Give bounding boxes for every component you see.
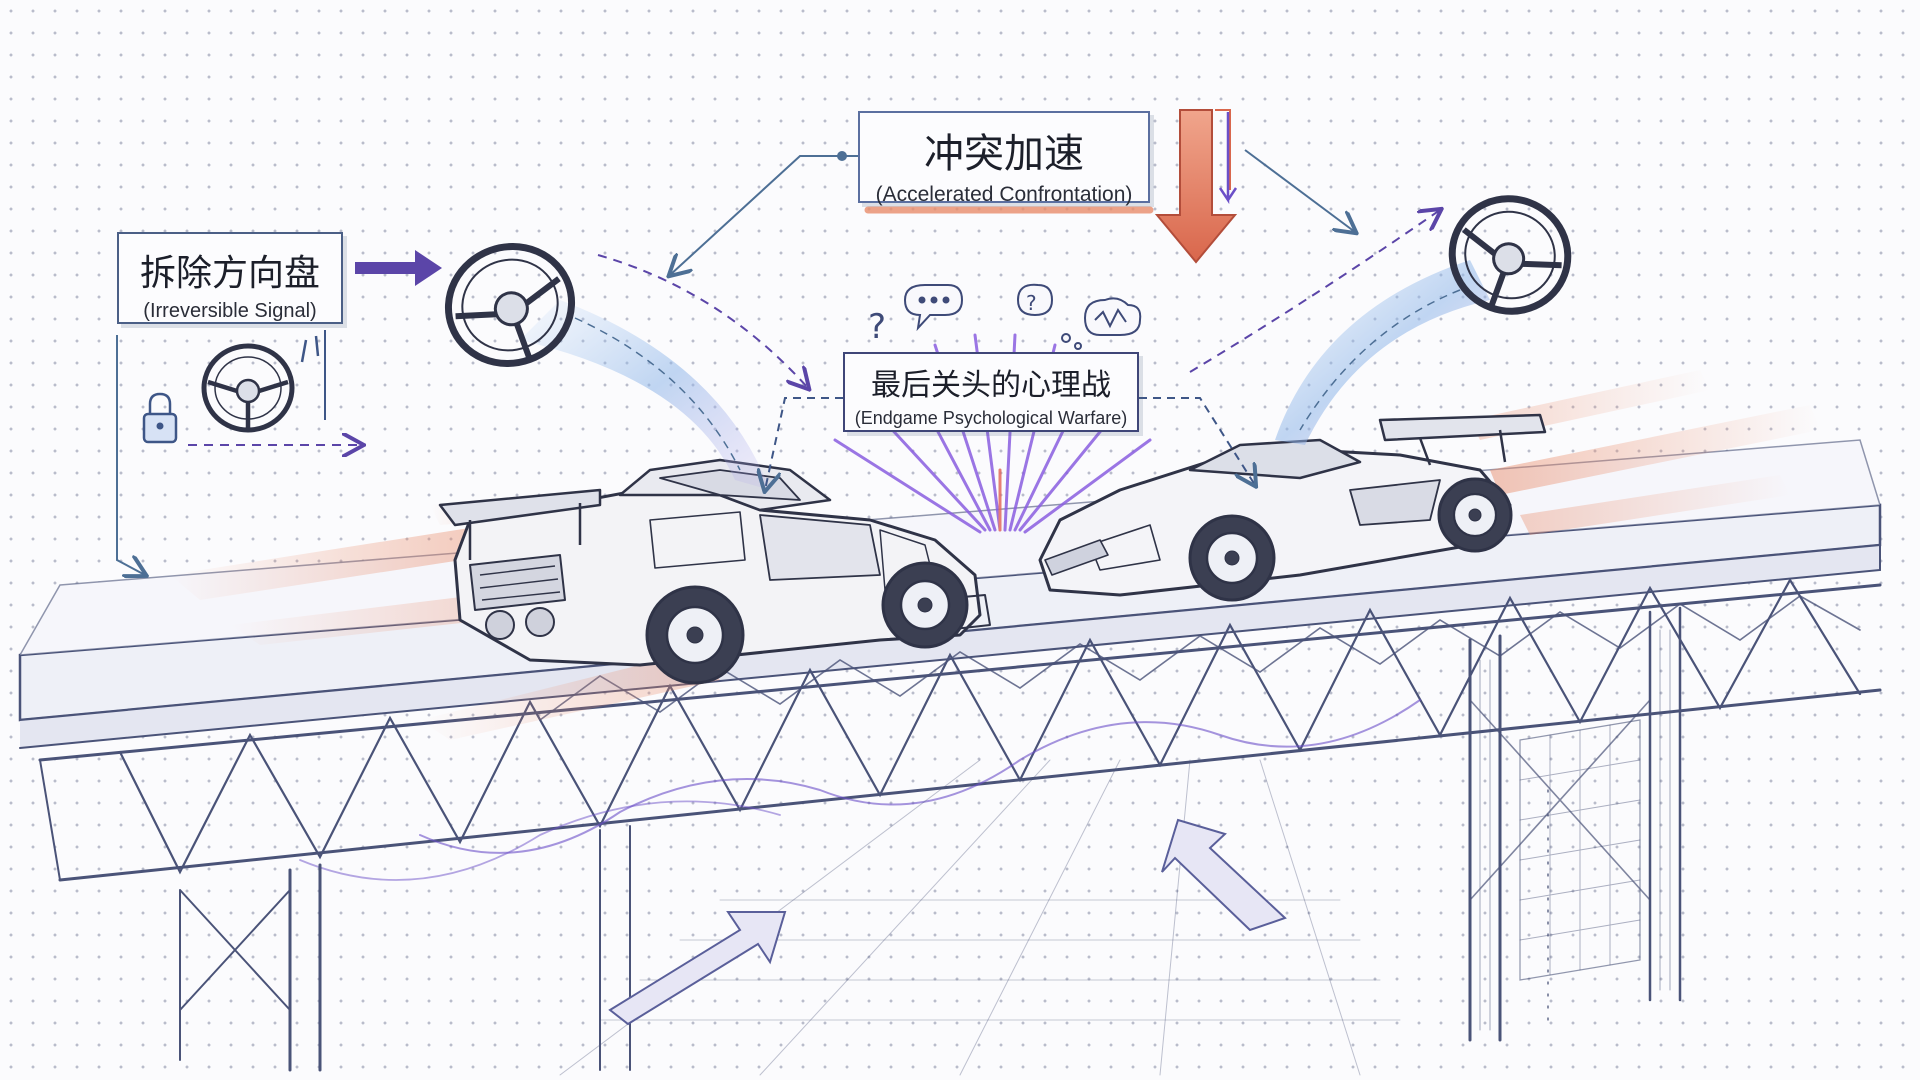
accelerated-confrontation-label: 冲突加速 (Accelerated Confrontation) bbox=[858, 111, 1150, 206]
floor-arrows bbox=[608, 818, 1287, 1026]
connector-lines bbox=[116, 149, 1440, 575]
steering-wheel-icon bbox=[444, 243, 576, 367]
accelerated-confrontation-title: 冲突加速 bbox=[924, 131, 1084, 177]
endgame-psychological-warfare-label: 最后关头的心理战 (Endgame Psychological Warfare) bbox=[843, 352, 1139, 432]
down-arrow-icon bbox=[1154, 109, 1238, 264]
endgame-psychological-warfare-subtitle: (Endgame Psychological Warfare) bbox=[854, 408, 1128, 428]
endgame-psychological-warfare-title: 最后关头的心理战 bbox=[871, 368, 1111, 403]
irreversible-signal-label: 拆除方向盘 (Irreversible Signal) bbox=[117, 232, 343, 324]
right-car-illustration bbox=[1038, 413, 1547, 602]
thought-bubble-icon: ? ? bbox=[868, 283, 1142, 350]
steering-wheel-icon bbox=[201, 343, 295, 433]
exclamation-marks bbox=[300, 335, 320, 363]
irreversible-signal-subtitle: (Irreversible Signal) bbox=[143, 300, 317, 322]
speed-streaks bbox=[170, 370, 1820, 740]
steering-wheel-icon bbox=[1448, 195, 1572, 315]
svg-text:?: ? bbox=[868, 307, 886, 347]
irreversible-signal-title: 拆除方向盘 bbox=[139, 253, 320, 294]
accelerated-confrontation-subtitle: (Accelerated Confrontation) bbox=[875, 183, 1133, 206]
svg-text:?: ? bbox=[1026, 291, 1037, 315]
padlock-icon bbox=[142, 392, 178, 444]
wheel-trails bbox=[520, 260, 1490, 490]
left-car-illustration bbox=[438, 458, 991, 685]
bridge-structure bbox=[18, 439, 1882, 1076]
